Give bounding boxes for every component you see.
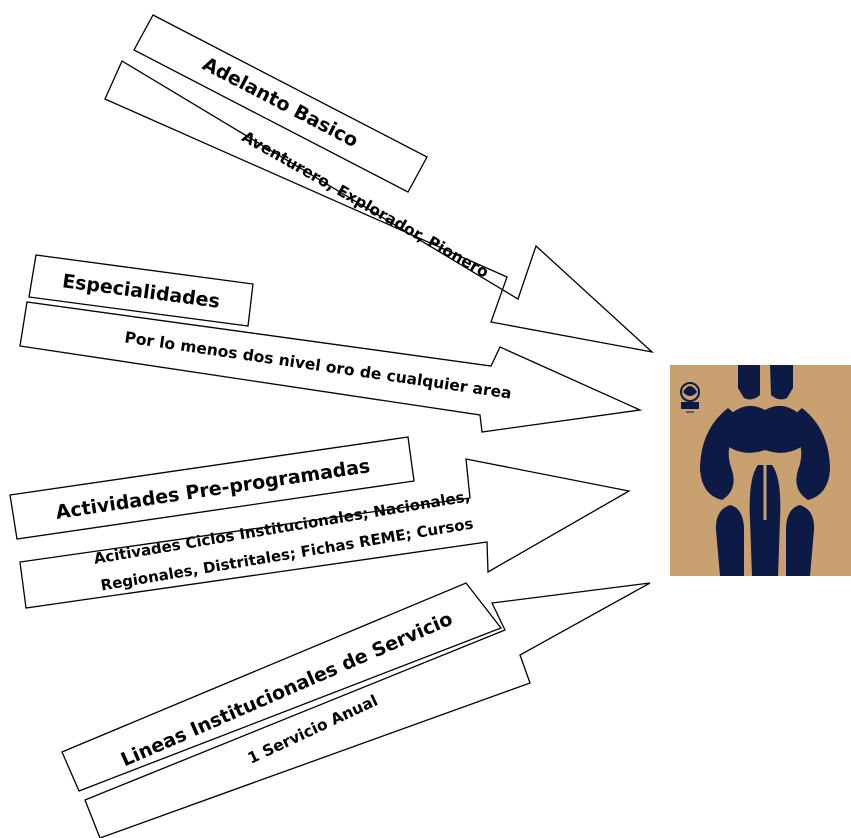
especialidades-label: Especialidades: [28, 254, 254, 327]
scout-emblem-icon: [670, 365, 851, 576]
small-crest-icon: [680, 382, 700, 413]
